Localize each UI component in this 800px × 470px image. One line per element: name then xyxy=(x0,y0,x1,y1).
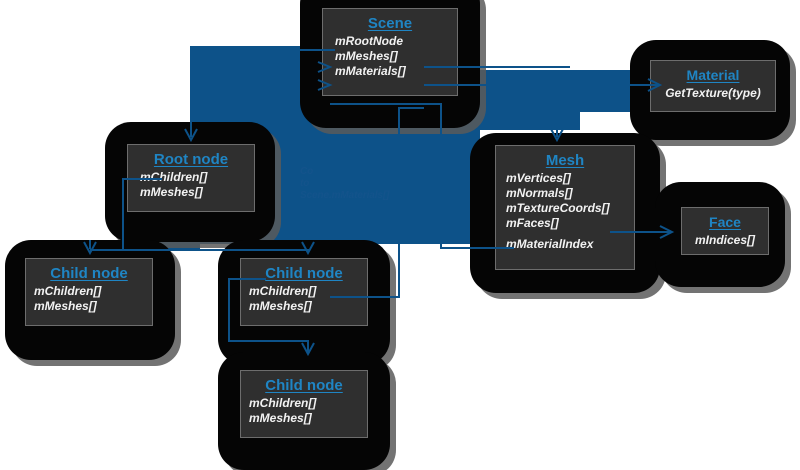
wire-children-bus xyxy=(90,249,310,251)
wire-child-mid-meshes-out xyxy=(330,296,400,298)
node-fields-face: mIndices[] xyxy=(682,231,768,252)
field-mesh-0: mVertices[] xyxy=(506,171,571,185)
wire-mmaterialindex-out xyxy=(440,247,514,249)
node-title-mesh: Mesh xyxy=(545,152,585,169)
wire-scene-mmaterials-out xyxy=(424,84,660,86)
node-fields-scene: mRootNode mMeshes[] mMaterials[] xyxy=(323,32,457,83)
field-mesh-1: mNormals[] xyxy=(506,186,573,200)
field-child-node-middle-1: mMeshes[] xyxy=(249,299,312,313)
node-fields-child-node-bottom: mChildren[] mMeshes[] xyxy=(241,394,367,430)
field-scene-1: mMeshes[] xyxy=(335,49,398,63)
node-card-scene[interactable]: Scene mRootNode mMeshes[] mMaterials[] xyxy=(300,0,480,128)
node-card-mesh[interactable]: Mesh mVertices[] mNormals[] mTextureCoor… xyxy=(470,133,660,293)
field-child-node-bottom-1: mMeshes[] xyxy=(249,411,312,425)
node-title-child-node-middle: Child node xyxy=(265,265,343,282)
node-card-face[interactable]: Face mIndices[] xyxy=(655,182,785,287)
wire-scene-mmeshes-out xyxy=(424,66,570,68)
node-fields-material: GetTexture(type) xyxy=(651,84,775,105)
node-title-child-node-bottom: Child node xyxy=(265,377,343,394)
field-mesh-4: mMaterialIndex xyxy=(506,237,594,251)
node-title-material: Material xyxy=(686,67,740,83)
field-material-0: GetTexture(type) xyxy=(665,86,761,100)
node-box-child-node-middle: Child node mChildren[] mMeshes[] xyxy=(240,258,368,326)
node-card-child-node-middle[interactable]: Child node mChildren[] mMeshes[] xyxy=(218,240,390,365)
node-box-scene: Scene mRootNode mMeshes[] mMaterials[] xyxy=(322,8,458,96)
node-box-child-node-left: Child node mChildren[] mMeshes[] xyxy=(25,258,153,326)
wire-rootnode-children-down xyxy=(122,178,124,251)
node-box-material: Material GetTexture(type) xyxy=(650,60,776,112)
node-fields-child-node-left: mChildren[] mMeshes[] xyxy=(26,282,152,318)
field-face-0: mIndices[] xyxy=(694,233,755,247)
wire-rootnode-children-out xyxy=(122,178,162,180)
node-title-root-node: Root node xyxy=(153,151,229,168)
field-child-node-left-1: mMeshes[] xyxy=(34,299,97,313)
node-title-child-node-left: Child node xyxy=(50,265,128,282)
field-root-node-1: mMeshes[] xyxy=(140,185,203,199)
wire-child-mid-meshes-top xyxy=(398,107,424,109)
node-title-scene: Scene xyxy=(367,15,413,32)
field-scene-0: mRootNode xyxy=(335,34,403,48)
wire-child-mid-children-down xyxy=(228,278,230,342)
field-mesh-3: mFaces[] xyxy=(506,216,559,230)
node-fields-mesh: mVertices[] mNormals[] mTextureCoords[] … xyxy=(496,169,634,256)
node-fields-root-node: mChildren[] mMeshes[] xyxy=(128,168,254,204)
field-child-node-left-0: mChildren[] xyxy=(34,284,102,298)
wire-child-mid-children-out xyxy=(228,278,266,280)
wire-mmaterialindex-up xyxy=(440,105,442,249)
material-index-annotation-ghost: Co to Scene.mMaterials[] xyxy=(300,166,390,201)
node-box-face: Face mIndices[] xyxy=(681,207,769,255)
node-card-material[interactable]: Material GetTexture(type) xyxy=(630,40,790,140)
node-card-child-node-left[interactable]: Child node mChildren[] mMeshes[] xyxy=(5,240,175,360)
node-card-child-node-bottom[interactable]: Child node mChildren[] mMeshes[] xyxy=(218,352,390,470)
field-mesh-2: mTextureCoords[] xyxy=(506,201,610,215)
wire-child-mid-bus xyxy=(228,340,308,342)
node-fields-child-node-middle: mChildren[] mMeshes[] xyxy=(241,282,367,318)
wire-mmaterialindex-to-scene xyxy=(330,103,442,105)
wire-mfaces-out xyxy=(610,231,672,233)
node-box-child-node-bottom: Child node mChildren[] mMeshes[] xyxy=(240,370,368,438)
node-card-root-node[interactable]: Root node mChildren[] mMeshes[] xyxy=(105,122,275,242)
field-child-node-bottom-0: mChildren[] xyxy=(249,396,317,410)
node-title-face: Face xyxy=(709,214,741,230)
wire-scene-rootnode-out xyxy=(190,49,335,51)
field-child-node-middle-0: mChildren[] xyxy=(249,284,317,298)
wire-rootnode-vertical xyxy=(190,49,192,128)
diagram-canvas: Contains index to a material in Scene.mM… xyxy=(5,0,790,470)
node-box-mesh: Mesh mVertices[] mNormals[] mTextureCoor… xyxy=(495,145,635,270)
wire-child-mid-meshes-up xyxy=(398,107,400,298)
